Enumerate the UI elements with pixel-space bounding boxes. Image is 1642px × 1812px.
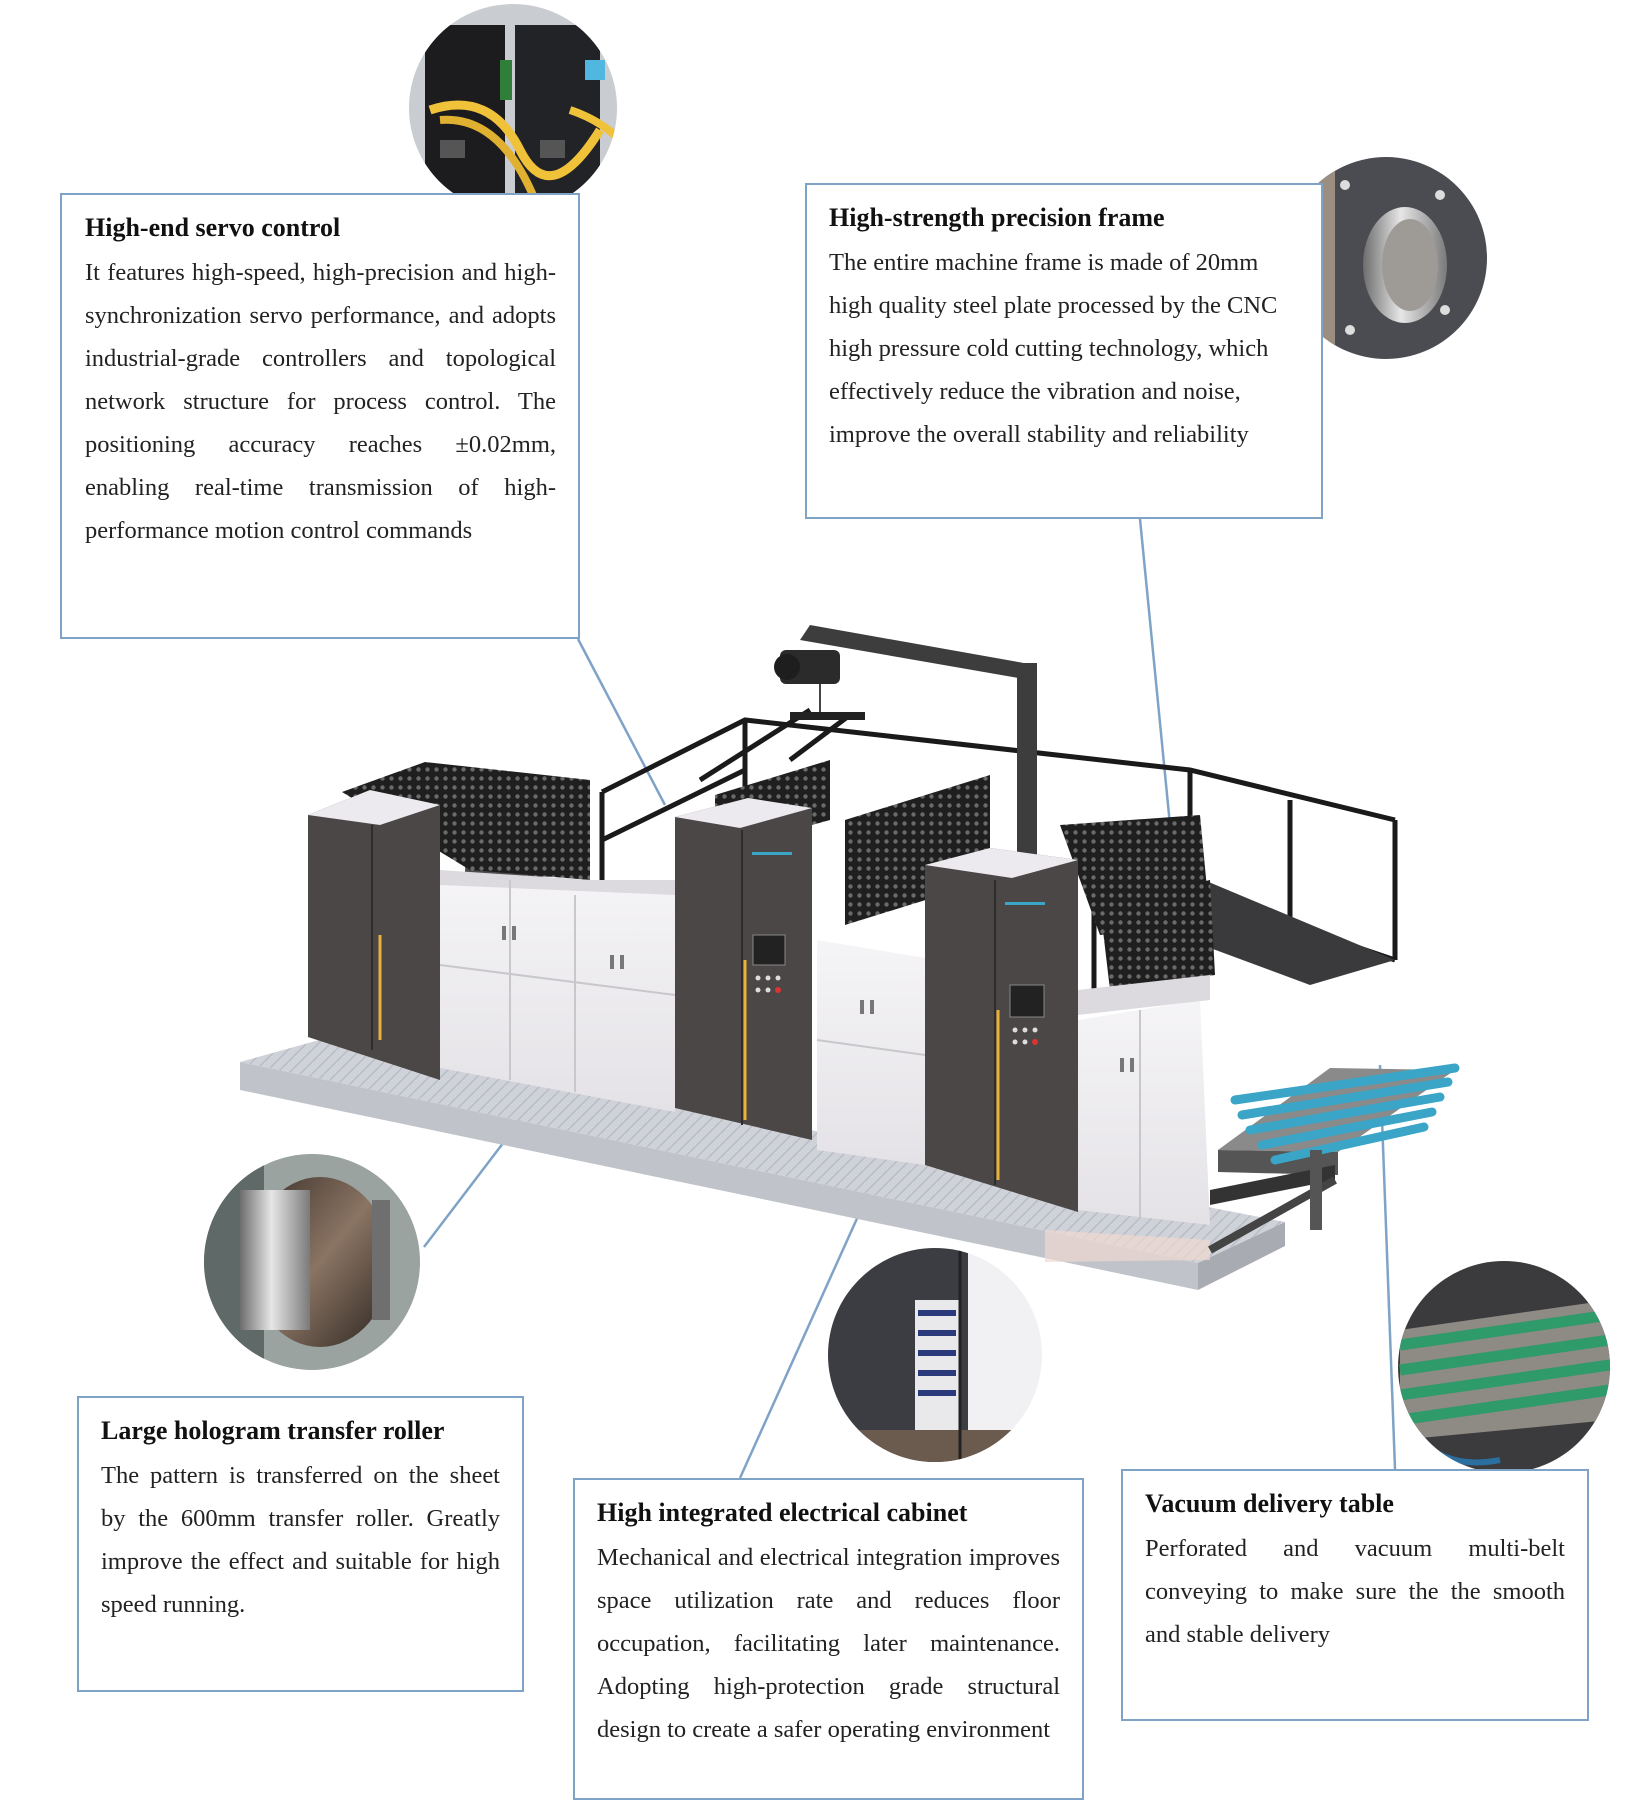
base-platform [240, 1037, 1285, 1290]
callout-roller-body: The pattern is transferred on the sheet … [101, 1461, 500, 1618]
delivery-conveyor [1208, 1063, 1460, 1254]
callout-cabinet-title: High integrated electrical cabinet [597, 1498, 968, 1527]
crane-arm [774, 625, 1037, 878]
detail-vacuum-photo [1398, 1261, 1610, 1473]
callout-precision-frame: High-strength precision frame The entire… [805, 183, 1323, 519]
callout-frame-body: The entire machine frame is made of 20mm… [829, 248, 1278, 448]
white-cabinets [439, 870, 1210, 1225]
mesh-guards [342, 760, 1215, 990]
callout-electrical-cabinet: High integrated electrical cabinet Mecha… [573, 1478, 1084, 1800]
callout-vacuum-body: Perforated and vacuum multi-belt conveyi… [1145, 1534, 1565, 1648]
callout-servo-title: High-end servo control [85, 213, 341, 242]
callout-cabinet-body: Mechanical and electrical integration im… [597, 1543, 1060, 1743]
callout-servo-control: High-end servo control It features high-… [60, 193, 580, 639]
connector-servo [576, 638, 667, 806]
connector-frame [1138, 518, 1172, 826]
callout-servo-body: It features high-speed, high-precision a… [85, 258, 556, 544]
callout-vacuum-table: Vacuum delivery table Perforated and vac… [1121, 1469, 1589, 1721]
detail-servo-photo [409, 4, 617, 212]
callout-frame-title: High-strength precision frame [829, 203, 1165, 232]
detail-cabinet-photo [828, 1248, 1042, 1462]
tower-units [308, 790, 1078, 1212]
callout-vacuum-title: Vacuum delivery table [1145, 1489, 1394, 1518]
callout-roller-title: Large hologram transfer roller [101, 1416, 445, 1445]
detail-roller-photo [204, 1154, 420, 1370]
callout-transfer-roller: Large hologram transfer roller The patte… [77, 1396, 524, 1692]
